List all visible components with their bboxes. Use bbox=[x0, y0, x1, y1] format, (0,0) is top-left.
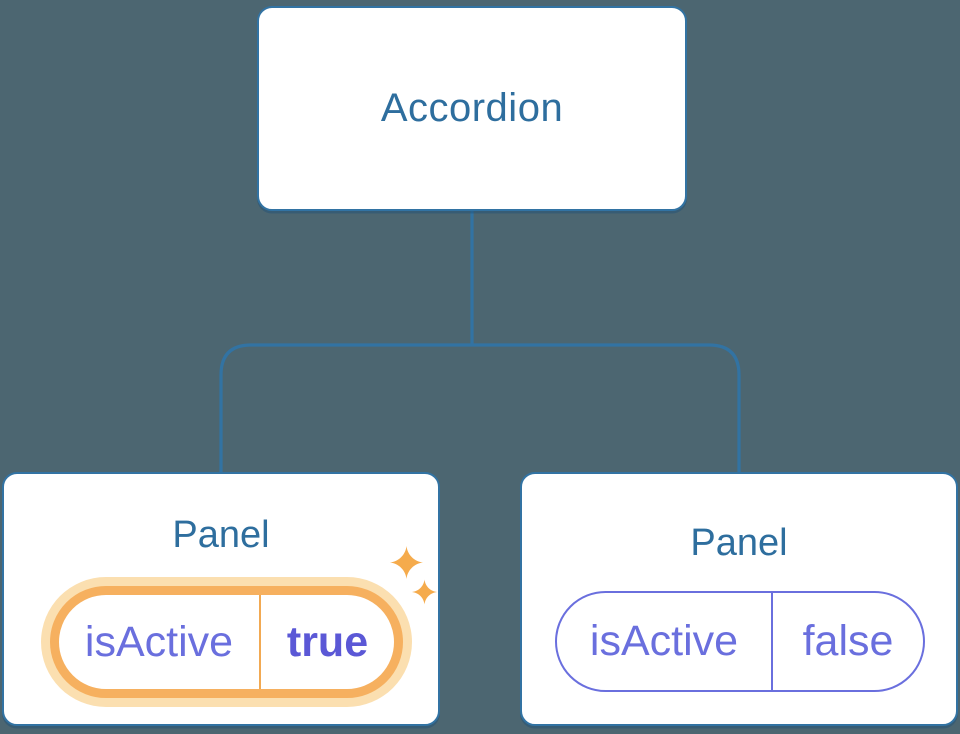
state-value-label: true bbox=[286, 617, 369, 666]
accordion-node: Accordion bbox=[257, 6, 687, 211]
panel-node-active: Panel isActive true bbox=[2, 472, 440, 726]
panel-node-label: Panel bbox=[690, 522, 788, 564]
state-pill-active: isActive true bbox=[50, 586, 403, 698]
accordion-node-label: Accordion bbox=[380, 86, 564, 130]
state-pill-inactive: isActive false bbox=[555, 591, 925, 692]
connector-branch bbox=[219, 343, 741, 475]
pill-divider bbox=[259, 595, 261, 689]
state-value-label: false bbox=[802, 617, 894, 665]
sparkle-icon bbox=[412, 579, 437, 605]
panel-node-label: Panel bbox=[172, 514, 270, 556]
state-key-label: isActive bbox=[84, 617, 234, 666]
pill-divider bbox=[771, 593, 773, 690]
state-key-label: isActive bbox=[589, 617, 739, 665]
panel-node-inactive: Panel isActive false bbox=[520, 472, 958, 726]
sparkle-icon bbox=[390, 546, 423, 579]
